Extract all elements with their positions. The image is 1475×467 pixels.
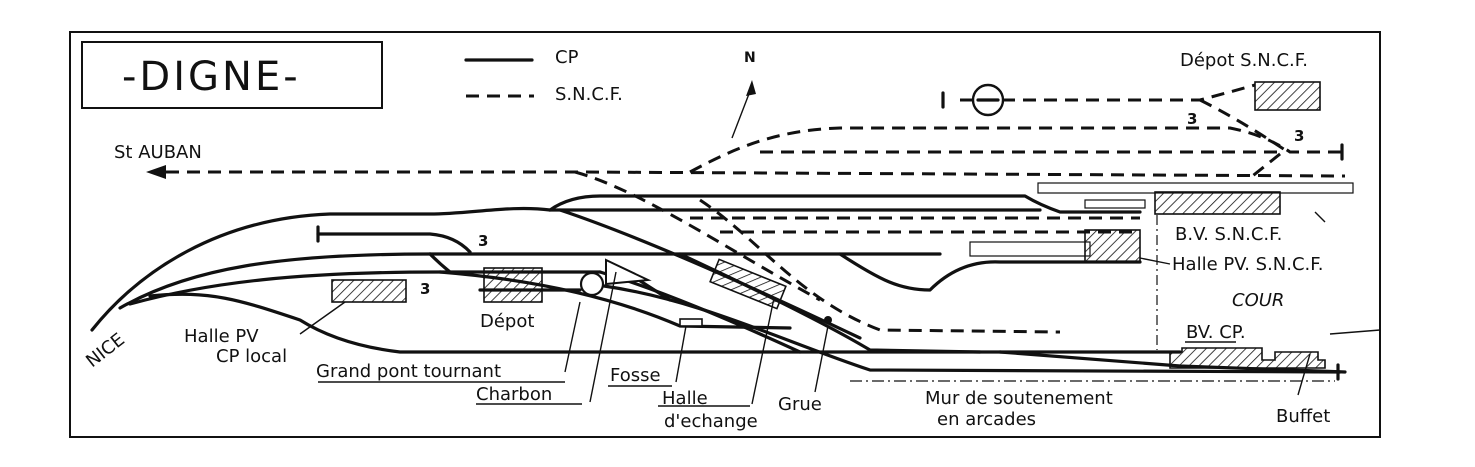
label-halle-pv-cp-1: Halle PV bbox=[184, 326, 259, 347]
label-charbon: Charbon bbox=[476, 384, 552, 405]
north-label: N bbox=[744, 50, 756, 66]
building-halle-pv-cp bbox=[331, 279, 407, 303]
platform-sncf-middle bbox=[1084, 199, 1146, 209]
label-mur-2: en arcades bbox=[937, 409, 1036, 430]
label-cour: COUR bbox=[1232, 290, 1284, 311]
building-bv-sncf bbox=[1154, 191, 1281, 215]
track-number: 3 bbox=[478, 232, 488, 250]
north-arrow-icon bbox=[731, 80, 756, 139]
label-halle-pv-cp-2: CP local bbox=[216, 346, 287, 367]
label-bv-sncf: B.V. S.N.C.F. bbox=[1175, 224, 1282, 245]
turntable-icon bbox=[579, 271, 605, 297]
building-halle-echange bbox=[709, 258, 787, 310]
label-halle-pv-sncf: Halle PV. S.N.C.F. bbox=[1172, 254, 1323, 275]
building-depot-sncf bbox=[1254, 81, 1321, 111]
grue-icon bbox=[824, 316, 832, 324]
label-fosse: Fosse bbox=[610, 365, 661, 386]
label-buffet: Buffet bbox=[1276, 406, 1330, 427]
label-depot: Dépot bbox=[480, 311, 534, 332]
label-bv-cp: BV. CP. bbox=[1186, 322, 1246, 343]
st-auban-arrow-icon bbox=[146, 165, 166, 179]
legend: CP S.N.C.F. bbox=[464, 47, 623, 105]
platform-sncf-lower bbox=[969, 241, 1091, 257]
st-auban-label: St AUBAN bbox=[114, 142, 202, 163]
building-bv-cp bbox=[1169, 347, 1326, 369]
track-number: 3 bbox=[1294, 127, 1304, 145]
label-mur-1: Mur de soutenement bbox=[925, 388, 1113, 409]
label-grand-pont-tournant: Grand pont tournant bbox=[316, 361, 501, 382]
leader-lines bbox=[299, 211, 1381, 407]
track-number: 3 bbox=[1187, 110, 1197, 128]
label-halle-echange-2: d'echange bbox=[664, 411, 758, 432]
track-number: 3 bbox=[420, 280, 430, 298]
label-nice: NICE bbox=[82, 329, 129, 372]
diagram-frame bbox=[69, 31, 1381, 438]
title-box bbox=[81, 41, 383, 109]
label-depot-sncf: Dépot S.N.C.F. bbox=[1180, 50, 1308, 71]
diagram-title: -DIGNE- bbox=[122, 54, 301, 100]
label-halle-echange-1: Halle bbox=[662, 388, 708, 409]
sncf-tracks bbox=[166, 83, 1346, 334]
legend-cp-label: CP bbox=[555, 47, 579, 68]
building-depot bbox=[483, 267, 543, 303]
coal-stage-icon bbox=[605, 258, 652, 286]
building-halle-pv-sncf bbox=[1084, 229, 1141, 263]
legend-sncf-label: S.N.C.F. bbox=[555, 84, 623, 105]
label-grue: Grue bbox=[778, 394, 822, 415]
fosse-icon bbox=[679, 318, 703, 327]
